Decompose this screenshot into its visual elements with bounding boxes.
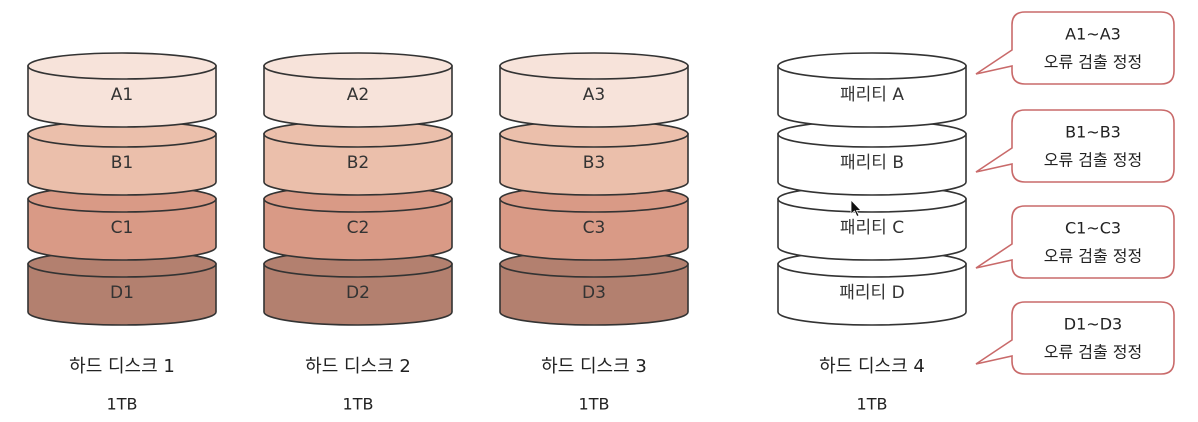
segment-label: B1 xyxy=(111,153,133,173)
segment-label: A2 xyxy=(347,85,369,105)
segment-label: A1 xyxy=(111,85,133,105)
callout-bubble: D1~D3 오류 검출 정정 xyxy=(976,302,1174,374)
callout-outline xyxy=(976,110,1174,182)
segment-label: C2 xyxy=(347,218,370,238)
segment-label: D1 xyxy=(110,283,134,303)
disk-name-label: 하드 디스크 1 xyxy=(69,356,175,377)
segment-label: B2 xyxy=(347,153,369,173)
callout-range-label: D1~D3 xyxy=(1064,315,1122,334)
disk-segment: C2 xyxy=(264,186,452,260)
callout-outline xyxy=(976,12,1174,84)
segment-label: 패리티 C xyxy=(840,218,904,238)
disk-segment: A3 xyxy=(500,53,688,127)
disk-capacity-label: 1TB xyxy=(343,395,374,414)
segment-top xyxy=(28,53,216,79)
callout-outline xyxy=(976,302,1174,374)
callout-bubble: A1~A3 오류 검출 정정 xyxy=(976,12,1174,84)
disk-segment: A1 xyxy=(28,53,216,127)
callout-description-label: 오류 검출 정정 xyxy=(1044,247,1143,266)
disk-segment: B2 xyxy=(264,121,452,195)
callout-bubble: B1~B3 오류 검출 정정 xyxy=(976,110,1174,182)
disk-segment: D1 xyxy=(28,251,216,325)
callout-range-label: A1~A3 xyxy=(1065,25,1121,44)
segment-label: C1 xyxy=(111,218,134,238)
hard-disk-2: D2 C2 B2 A2 하드 디스크 2 1TB xyxy=(264,53,452,414)
segment-label: B3 xyxy=(583,153,605,173)
segment-label: D2 xyxy=(346,283,370,303)
segment-top xyxy=(500,53,688,79)
disk-segment: D2 xyxy=(264,251,452,325)
segment-label: C3 xyxy=(583,218,606,238)
segment-label: D3 xyxy=(582,283,606,303)
disk-segment: C3 xyxy=(500,186,688,260)
disk-segment: 패리티 A xyxy=(778,53,966,127)
disk-capacity-label: 1TB xyxy=(857,395,888,414)
callout-range-label: B1~B3 xyxy=(1065,123,1121,142)
segment-label: 패리티 A xyxy=(840,85,904,105)
hard-disk-3: D3 C3 B3 A3 하드 디스크 3 1TB xyxy=(500,53,688,414)
segment-top xyxy=(264,53,452,79)
disk-name-label: 하드 디스크 3 xyxy=(541,356,647,377)
callout-bubble: C1~C3 오류 검출 정정 xyxy=(976,206,1174,278)
disk-segment: D3 xyxy=(500,251,688,325)
callout-description-label: 오류 검출 정정 xyxy=(1044,151,1143,170)
disk-name-label: 하드 디스크 2 xyxy=(305,356,411,377)
callout-description-label: 오류 검출 정정 xyxy=(1044,343,1143,362)
disk-segment: 패리티 D xyxy=(778,251,966,325)
hard-disk-4: 패리티 D 패리티 C 패리티 B 패리티 A 하드 디스크 4 1TB xyxy=(778,53,966,414)
segment-label: A3 xyxy=(583,85,605,105)
segment-label: 패리티 B xyxy=(840,153,904,173)
disk-segment: 패리티 B xyxy=(778,121,966,195)
disk-segment: B3 xyxy=(500,121,688,195)
disk-capacity-label: 1TB xyxy=(579,395,610,414)
disk-capacity-label: 1TB xyxy=(107,395,138,414)
callout-description-label: 오류 검출 정정 xyxy=(1044,53,1143,72)
segment-top xyxy=(778,53,966,79)
callout-outline xyxy=(976,206,1174,278)
hard-disk-1: D1 C1 B1 A1 하드 디스크 1 1TB xyxy=(28,53,216,414)
disk-segment: 패리티 C xyxy=(778,186,966,260)
disk-segment: C1 xyxy=(28,186,216,260)
disk-name-label: 하드 디스크 4 xyxy=(819,356,925,377)
segment-label: 패리티 D xyxy=(839,283,904,303)
disk-segment: B1 xyxy=(28,121,216,195)
disk-segment: A2 xyxy=(264,53,452,127)
callout-range-label: C1~C3 xyxy=(1065,219,1121,238)
